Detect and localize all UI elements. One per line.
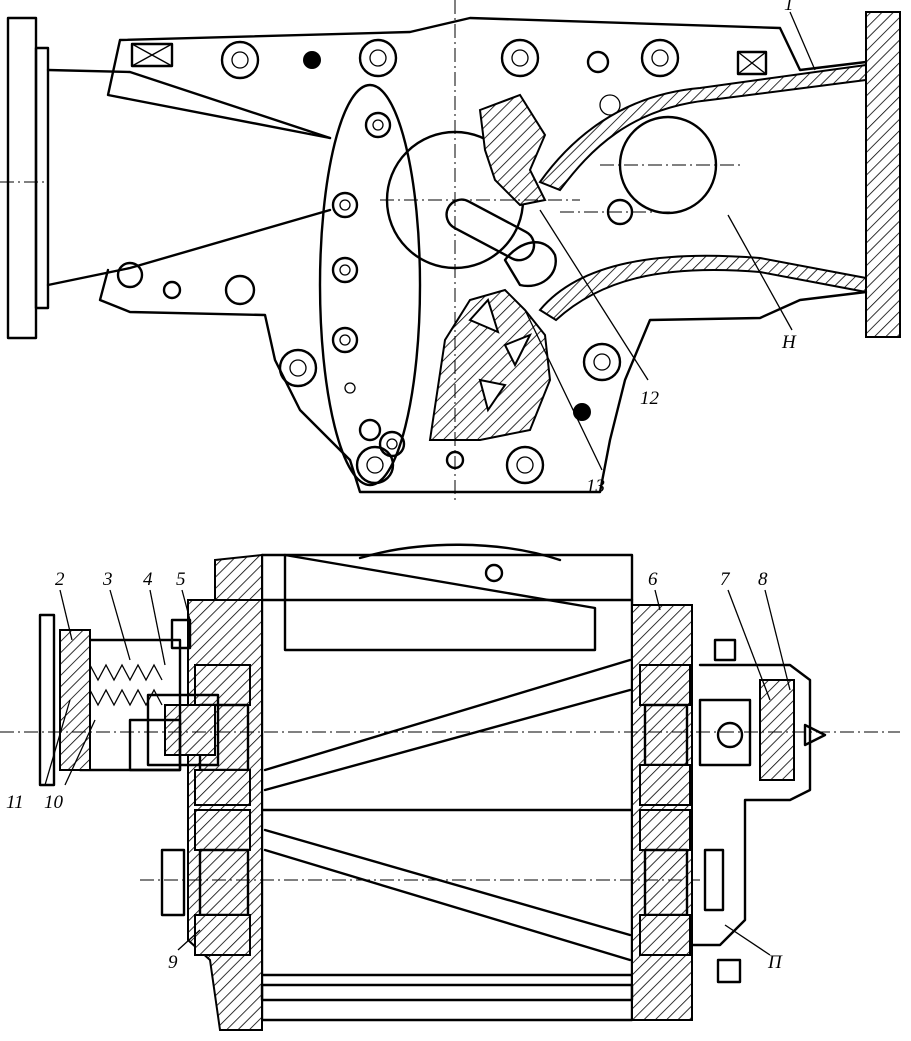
top-view-housing <box>0 0 901 500</box>
bearing-blocks <box>130 42 768 76</box>
housing-outline <box>98 16 868 494</box>
mid-pinion <box>503 241 557 288</box>
rotor-wedge <box>283 553 597 652</box>
label-9: 9 <box>168 952 178 973</box>
label-2: 2 <box>55 569 65 590</box>
label-13: 13 <box>586 476 605 497</box>
label-6: 6 <box>648 569 658 590</box>
lower-gear-teeth <box>468 298 533 413</box>
bottom-bolt-left <box>160 848 186 917</box>
bottom-view-assembly <box>0 543 900 1031</box>
drum-top-block <box>214 553 263 601</box>
lower-gear <box>428 288 552 441</box>
tie-rod <box>260 983 634 1002</box>
upper-gear-segment <box>478 93 547 207</box>
helical-lobes <box>263 658 632 962</box>
label-7: 7 <box>720 569 731 590</box>
outlet-flange-right <box>865 11 901 338</box>
leaders-bottom <box>44 589 791 956</box>
cover-bolts <box>331 111 406 458</box>
leaders-top <box>524 11 816 471</box>
centerlines-top <box>0 0 740 500</box>
solid-marker-bolts <box>303 51 591 421</box>
label-5: 5 <box>176 569 186 590</box>
label-12: 12 <box>640 388 660 409</box>
label-H: H <box>781 332 797 353</box>
cover-plate <box>318 83 422 487</box>
bottom-bolt-right <box>703 848 725 912</box>
inlet-flange-left <box>6 16 38 340</box>
label-4: 4 <box>143 569 153 590</box>
centerlines-bottom <box>0 731 900 881</box>
label-1: 1 <box>784 0 794 15</box>
inlet-pipe <box>46 68 332 287</box>
left-shaft-assembly <box>38 613 220 787</box>
spring <box>89 663 163 682</box>
label-11: 11 <box>6 792 24 813</box>
outlet-pipe-wall-top <box>538 63 867 192</box>
housing-holes <box>116 38 680 485</box>
label-8: 8 <box>758 569 768 590</box>
rotor-drum <box>260 553 634 1022</box>
right-end-cap <box>690 638 827 984</box>
label-3: 3 <box>102 569 113 590</box>
label-P: П <box>767 952 783 973</box>
drum-top-arc <box>358 543 562 562</box>
outlet-pipe-wall-bottom <box>538 254 867 322</box>
right-bearings <box>639 664 691 956</box>
label-10: 10 <box>44 792 64 813</box>
rotor-slot <box>445 198 536 262</box>
callout-labels: 1 H 12 13 2 3 4 5 6 7 8 9 10 11 П <box>6 0 797 973</box>
